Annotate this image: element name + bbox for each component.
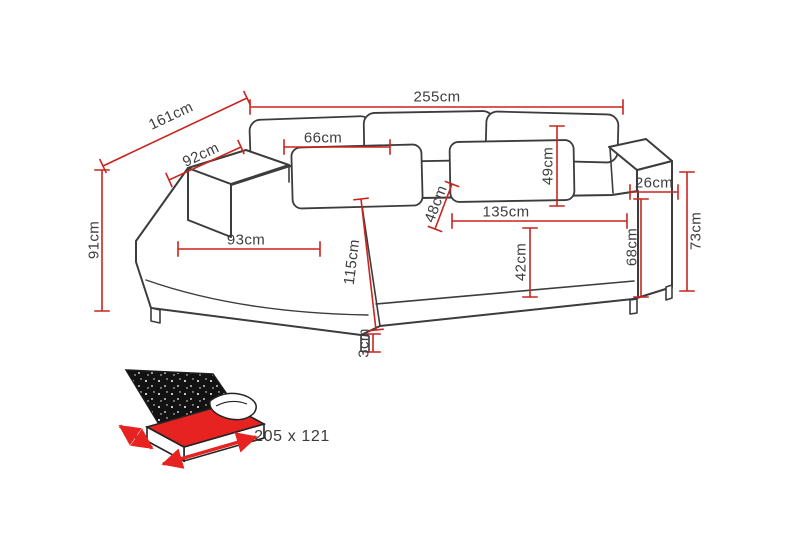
bed-length-arrow [161, 432, 258, 469]
dim-line-armrest-depth [165, 139, 245, 188]
back-cushion [448, 139, 576, 203]
dim-label-chaise-width: 93cm [226, 231, 266, 249]
sofa-leg [665, 284, 673, 301]
dim-label-inner-back-height: 68cm [623, 227, 641, 267]
bed-duvet-fold [215, 400, 248, 407]
dim-label-cushion-height: 49cm [539, 146, 557, 186]
sofa-leg [629, 298, 638, 315]
dim-line-seat-depth [427, 180, 460, 233]
dim-label-seat-width: 135cm [482, 203, 530, 221]
dim-line-total-width [249, 99, 624, 115]
dim-label-total-width: 255cm [413, 88, 461, 106]
dim-label-leg-height: 3cm [355, 328, 373, 358]
back-cushions [290, 139, 576, 210]
dim-label-armrest-width: 26cm [634, 174, 674, 192]
dim-line-chaise-depth [353, 197, 384, 332]
dim-line-inner-back-height [633, 198, 649, 298]
dim-label-left-height: 91cm [85, 220, 103, 260]
sofa-outline-drawing [135, 110, 673, 353]
dim-label-seat-height: 42cm [512, 242, 530, 282]
sofa-bed-icon [118, 369, 267, 469]
dim-line-armrest-width [629, 184, 679, 200]
bed-depth-arrow [118, 424, 154, 450]
dim-line-seat-height [522, 227, 538, 298]
back-cushion [290, 143, 424, 210]
sofa-leg [150, 307, 161, 324]
dim-line-cushion-height [549, 125, 565, 207]
dim-line-seat-width [451, 213, 628, 229]
sleeping-area-size-label: 205 x 121 [254, 428, 330, 445]
dimension-lines [94, 90, 695, 353]
dim-line-cushion-width [283, 139, 391, 155]
dim-line-right-height [679, 171, 695, 292]
left-armrest [187, 149, 290, 238]
sofa-legs [150, 284, 673, 353]
bed-duvet [209, 392, 257, 421]
dim-label-right-height: 73cm [687, 211, 705, 251]
dim-line-leg-height [365, 333, 381, 353]
dim-label-cushion-width: 66cm [303, 129, 343, 147]
dim-line-left-height [94, 169, 110, 312]
dim-line-chaise-width [177, 241, 321, 257]
